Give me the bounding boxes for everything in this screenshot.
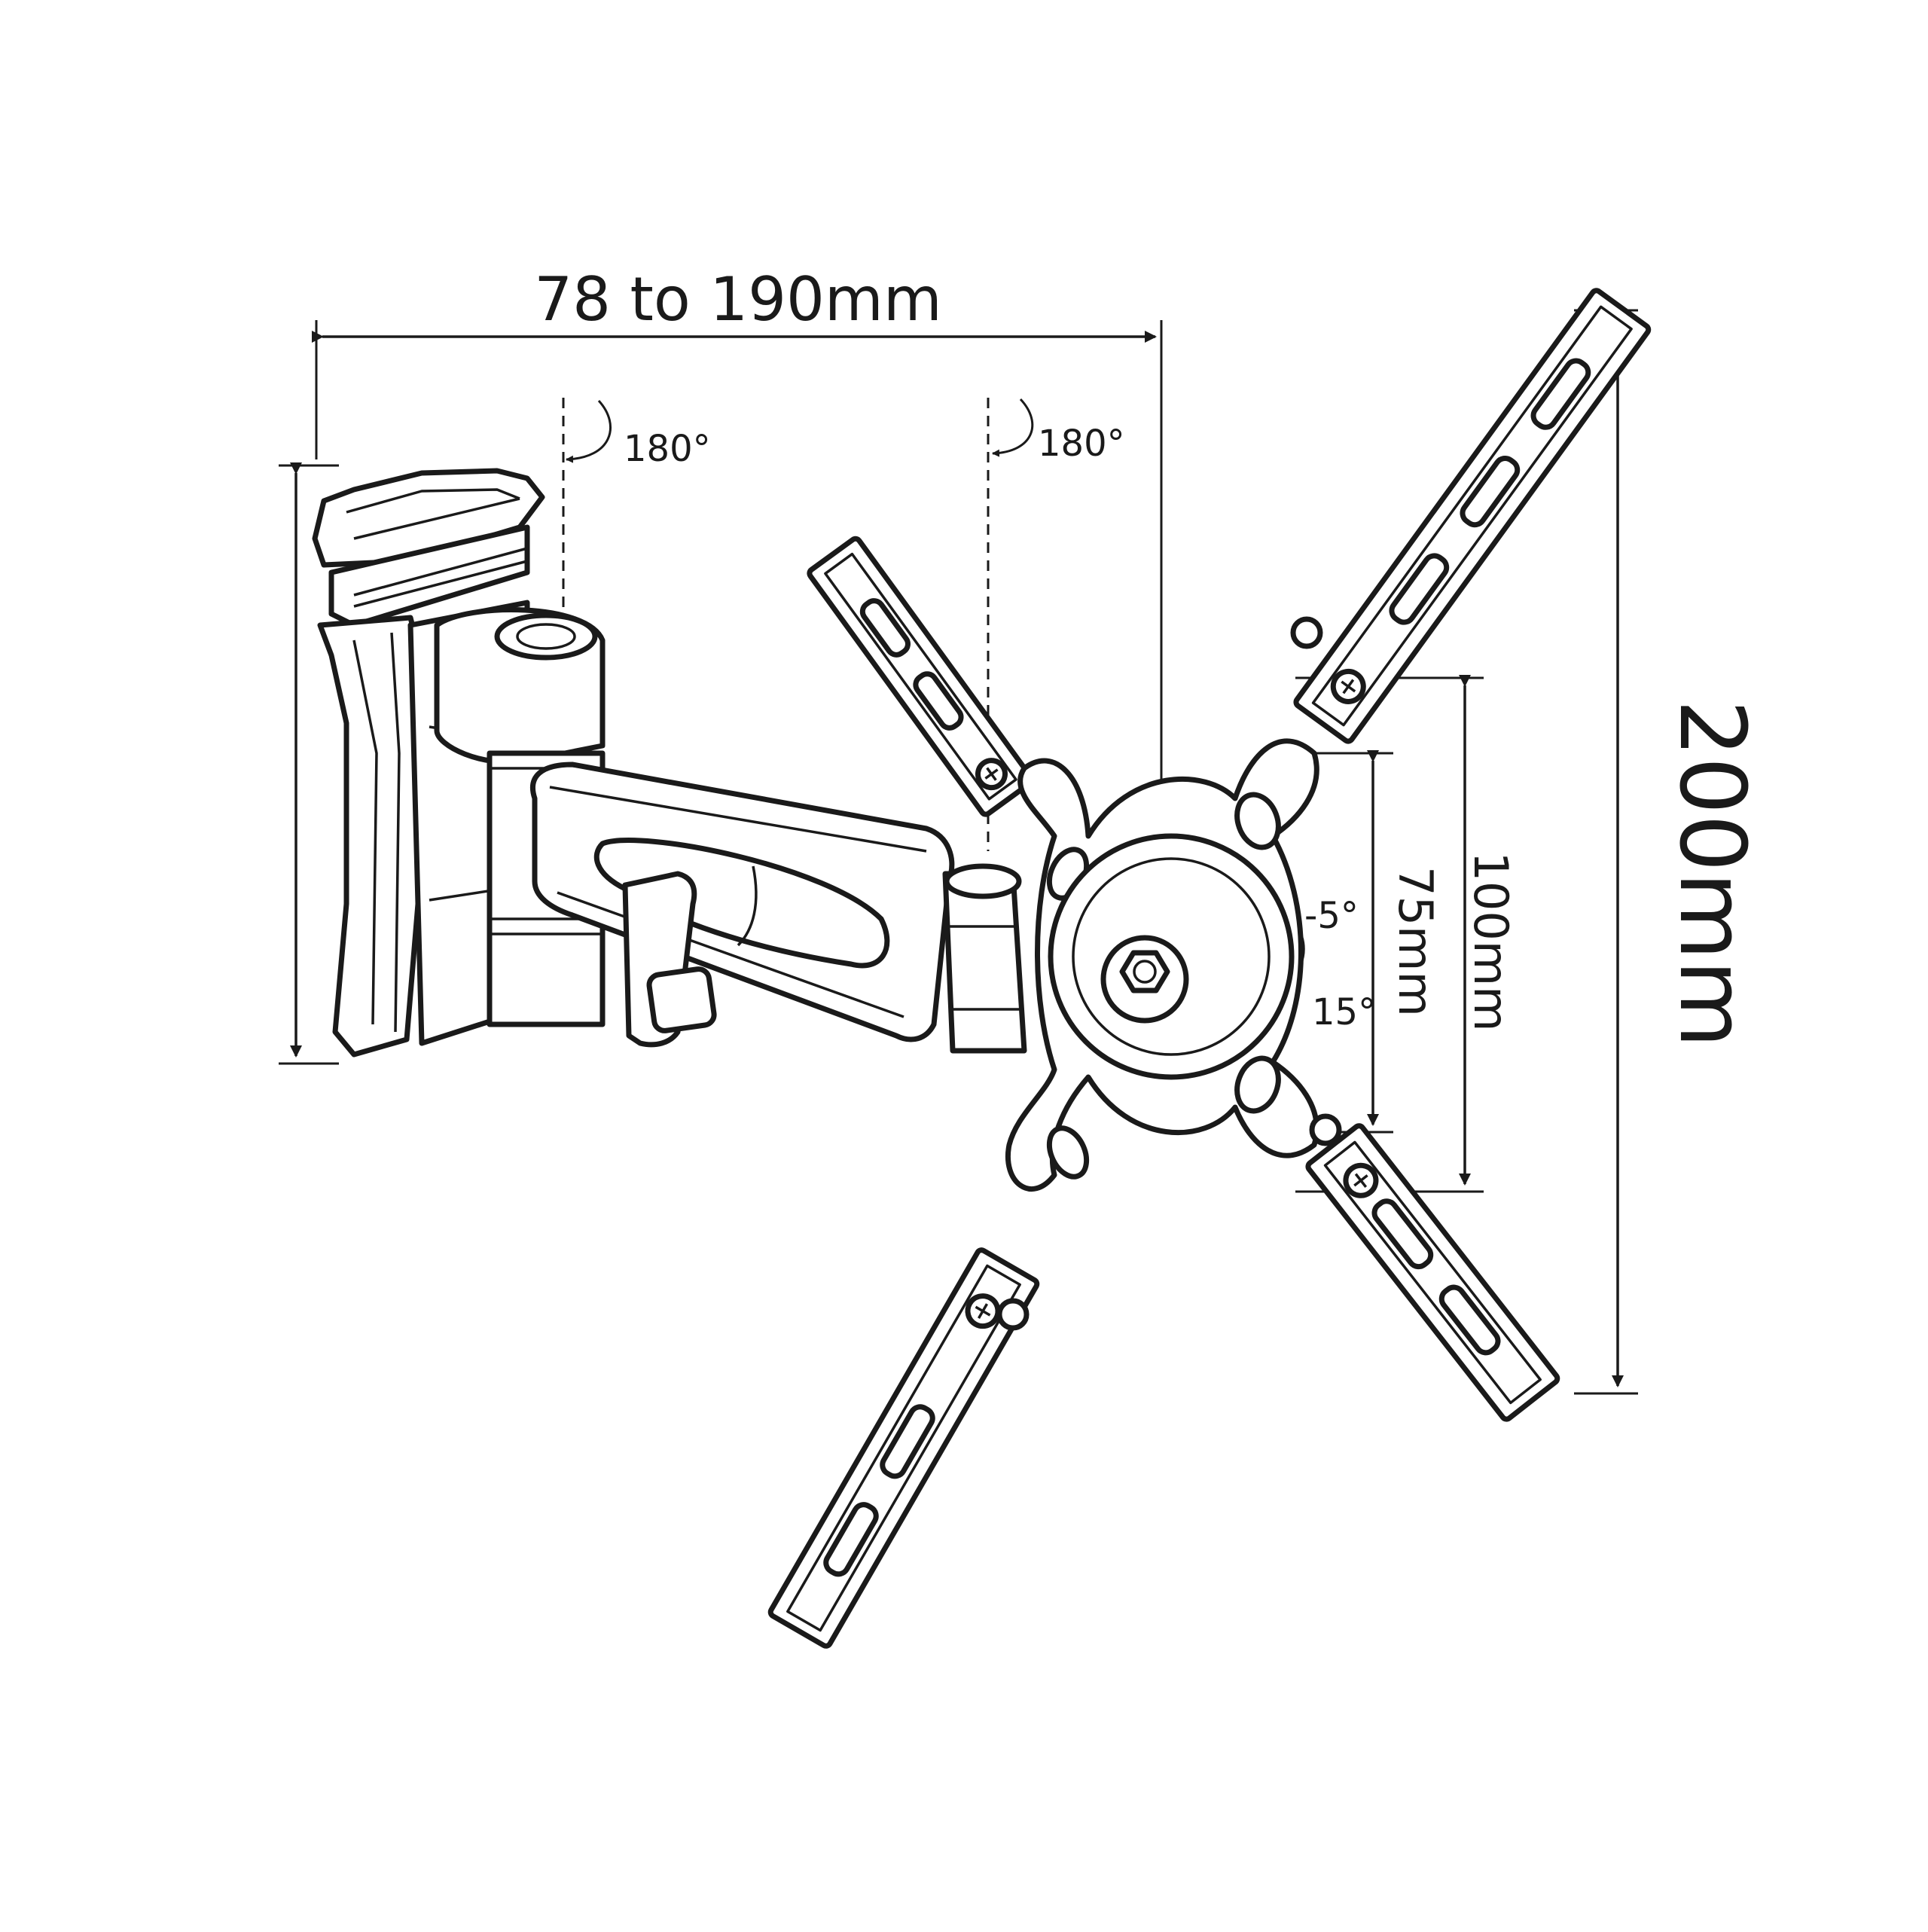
max-span-label: 200mm	[1659, 700, 1764, 1048]
cable-clip	[622, 871, 717, 1048]
arm-extension-label: 78 to 190mm	[534, 264, 942, 334]
rotation-middle-joint: 180°	[987, 398, 1125, 851]
vesa-100-label: 100mm	[1463, 851, 1518, 1031]
vesa-75-label: 75mm	[1388, 866, 1443, 1017]
vesa-cross-plate	[1005, 738, 1319, 1192]
middle-pivot	[942, 863, 1027, 1054]
rotation-middle-joint-label: 180°	[1038, 423, 1125, 465]
rail-screws	[996, 616, 1342, 1331]
tilt-down-label: 15°	[1312, 991, 1376, 1033]
vesa-rail-upper-right	[1293, 288, 1652, 744]
dimension-wall-plate-height	[279, 462, 339, 1065]
rotation-wall-joint: 180°	[562, 398, 711, 652]
dimension-max-span: 200mm	[1574, 307, 1764, 1395]
tilt-up-label: -5°	[1304, 895, 1359, 937]
vesa-rail-lower-left	[767, 1247, 1040, 1649]
vesa-rail-lower-right	[1305, 1123, 1560, 1422]
dimension-arm-extension: 78 to 190mm	[312, 264, 1163, 964]
dimension-vesa-75: 75mm	[1299, 750, 1443, 1134]
tilt-range: -5° 15°	[1264, 893, 1376, 1033]
rotation-wall-joint-label: 180°	[624, 428, 711, 470]
vesa-rail-upper-left	[807, 536, 1035, 817]
